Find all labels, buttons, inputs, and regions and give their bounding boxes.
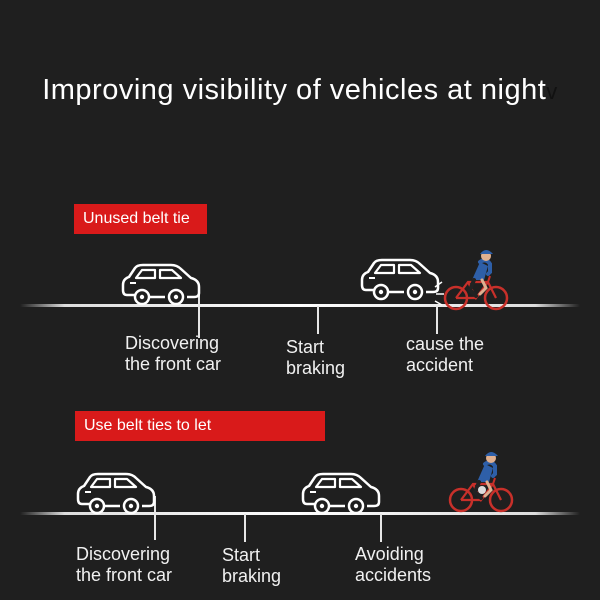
marker-braking-1 — [317, 306, 319, 334]
marker-avoid-2 — [380, 514, 382, 542]
marker-discover-1 — [198, 288, 200, 338]
car-icon — [301, 472, 381, 515]
road-line-2 — [20, 512, 580, 515]
cyclist-icon — [443, 248, 509, 311]
reflector-light — [478, 486, 486, 494]
section2-badge: Use belt ties to let — [75, 411, 325, 441]
impact-icon — [434, 281, 444, 306]
page-title: Improving visibility of vehicles at nigh… — [42, 74, 558, 106]
marker-accident-1 — [436, 306, 438, 334]
section1-badge: Unused belt tie — [74, 204, 207, 234]
car-icon — [76, 472, 156, 515]
road-line-1 — [20, 304, 580, 307]
car-icon — [360, 258, 440, 301]
car-icon — [121, 263, 201, 306]
marker-discover-2 — [154, 496, 156, 540]
cyclist-icon — [448, 450, 514, 513]
marker-braking-2 — [244, 514, 246, 542]
